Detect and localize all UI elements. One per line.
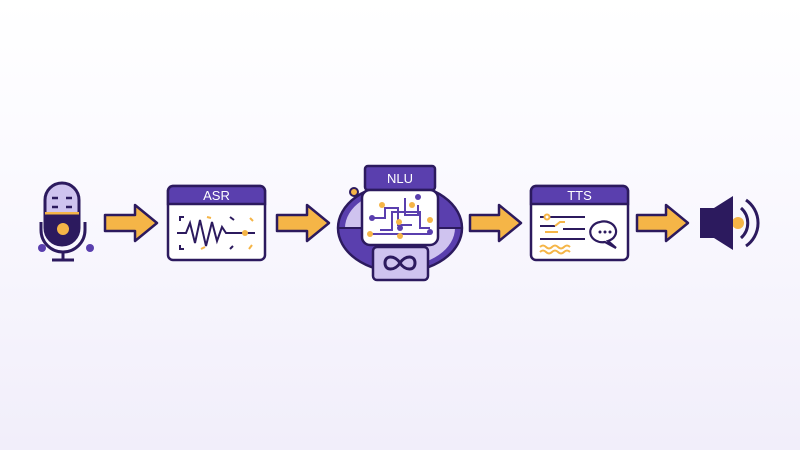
arrow-right-icon: [275, 203, 331, 243]
speaker-icon: [700, 196, 760, 250]
arrow-right-icon: [468, 203, 523, 243]
tts-stage: TTS: [529, 184, 630, 262]
asr-label: ASR: [203, 188, 230, 203]
neural-circuit-icon: [370, 198, 430, 235]
tts-label: TTS: [567, 188, 592, 203]
waveform-icon: [177, 219, 255, 247]
microphone-icon: [38, 181, 94, 262]
arrow-right-icon: [103, 203, 159, 243]
asr-stage: ASR: [166, 184, 267, 262]
nlu-label: NLU: [387, 171, 413, 186]
speech-bubble-icon: [589, 220, 618, 249]
arrow-right-icon: [635, 203, 690, 243]
nlu-stage: NLU: [336, 164, 464, 282]
infinity-icon: [383, 255, 417, 271]
